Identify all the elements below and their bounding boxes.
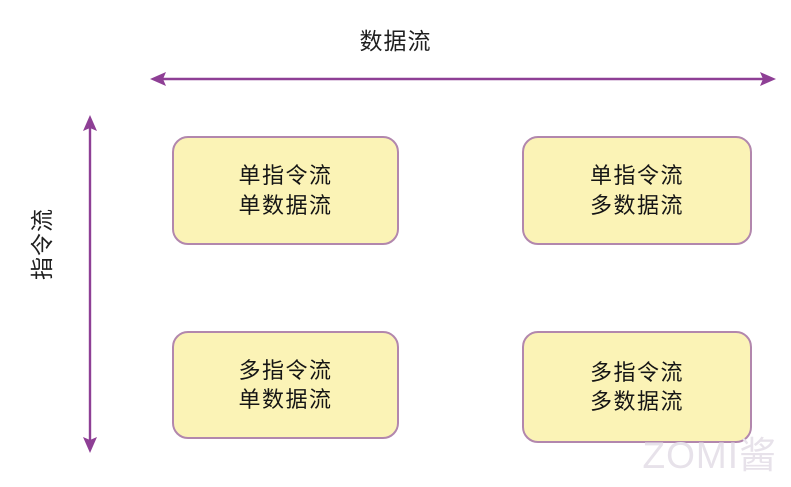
quadrant-box-simd[interactable]: 单指令流 多数据流 xyxy=(522,136,752,245)
x-axis-arrow xyxy=(146,63,780,95)
quadrant-simd-line2: 多数据流 xyxy=(589,192,684,218)
quadrant-misd-line1: 多指令流 xyxy=(238,357,333,383)
quadrant-simd-line1: 单指令流 xyxy=(589,163,684,189)
quadrant-box-mimd[interactable]: 多指令流 多数据流 xyxy=(522,331,752,443)
quadrant-box-sisd[interactable]: 单指令流 单数据流 xyxy=(172,136,399,245)
y-axis-arrow xyxy=(74,112,106,456)
y-axis-title: 指令流 xyxy=(29,207,55,280)
quadrant-box-misd[interactable]: 多指令流 单数据流 xyxy=(172,331,399,439)
quadrant-misd-line2: 单数据流 xyxy=(238,387,333,412)
y-axis-title-wrapper: 指令流 xyxy=(0,0,80,487)
quadrant-sisd-line1: 单指令流 xyxy=(238,163,333,189)
quadrant-mimd-line2: 多数据流 xyxy=(589,389,684,414)
quadrant-sisd-line2: 单数据流 xyxy=(238,192,333,218)
x-axis-title: 数据流 xyxy=(359,28,432,54)
quadrant-mimd-line1: 多指令流 xyxy=(589,359,684,385)
